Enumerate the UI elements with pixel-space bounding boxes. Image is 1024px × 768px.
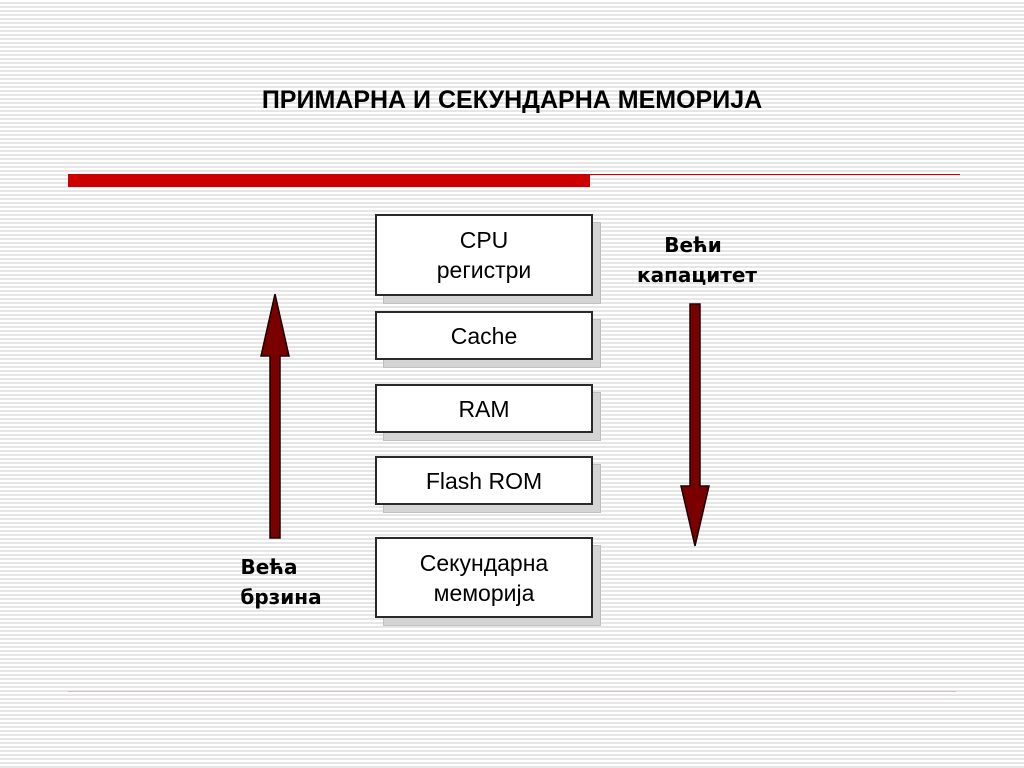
arrow-down-icon (680, 303, 710, 547)
slide-title: ПРИМАРНА И СЕКУНДАРНА МЕМОРИЈА (261, 86, 763, 114)
capacity-label: Већи капацитет (612, 230, 782, 290)
memory-level-secondary: Секундарна меморија (375, 537, 601, 626)
capacity-label-line2: капацитет (637, 263, 757, 287)
box-line: RAM (458, 395, 510, 422)
title-underline-thin (590, 174, 960, 175)
title-underline-thick (68, 174, 590, 187)
speed-label-line2: брзина (240, 585, 322, 609)
box-content: Cache (375, 311, 593, 360)
box-line: Cache (450, 322, 518, 349)
memory-level-ram: RAM (375, 384, 601, 441)
box-line: меморија (433, 579, 535, 606)
memory-level-flash-rom: Flash ROM (375, 456, 601, 513)
memory-level-cache: Cache (375, 311, 601, 368)
box-content: RAM (375, 384, 593, 433)
speed-label-line1: Већа (240, 555, 298, 579)
box-line: регистри (436, 257, 532, 283)
arrow-up-icon (260, 293, 290, 539)
box-content: CPU регистри (375, 214, 593, 296)
capacity-label-line1: Већи (664, 233, 722, 257)
memory-level-cpu-registers: CPU регистри (375, 214, 601, 304)
box-line: Flash ROM (425, 467, 543, 494)
speed-label: Већа брзина (226, 552, 336, 612)
footer-divider (68, 691, 956, 692)
box-content: Секундарна меморија (375, 537, 593, 618)
box-line: Секундарна (419, 549, 549, 576)
box-content: Flash ROM (375, 456, 593, 505)
box-line: CPU (459, 227, 509, 253)
